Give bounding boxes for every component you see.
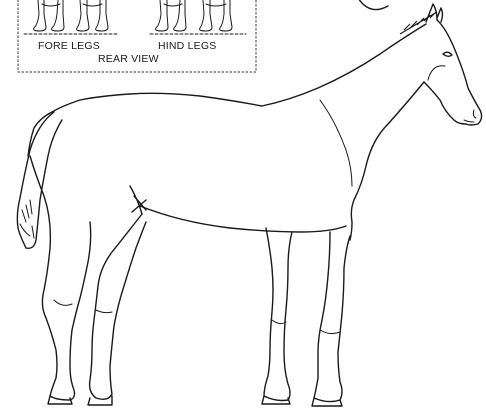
nostril-mouth [464,110,476,122]
belly [140,206,346,232]
shoulder-line [320,100,352,186]
fore-knees [272,320,340,334]
eye [443,52,452,56]
fore-leg-rear [264,228,292,401]
fore-legs-label: FORE LEGS [38,40,100,52]
tail-hair [20,200,34,238]
hooves [48,396,342,406]
cheek [428,66,445,80]
fore-leg-front [314,232,350,402]
ring-marker [358,0,388,10]
hind-legs-label: HIND LEGS [158,40,216,52]
rear-view-caption: REAR VIEW [98,53,159,65]
stifle [130,186,146,214]
rump [28,112,52,156]
hind-leg-front [90,214,146,399]
hind-leg-rear [30,156,91,400]
throat-chest [350,82,424,240]
rear-view-inset: FORE LEGS HIND LEGS REAR VIEW [18,0,256,72]
hind-hock [54,300,112,313]
head [424,20,482,125]
mane [400,12,437,34]
tail [17,112,62,248]
